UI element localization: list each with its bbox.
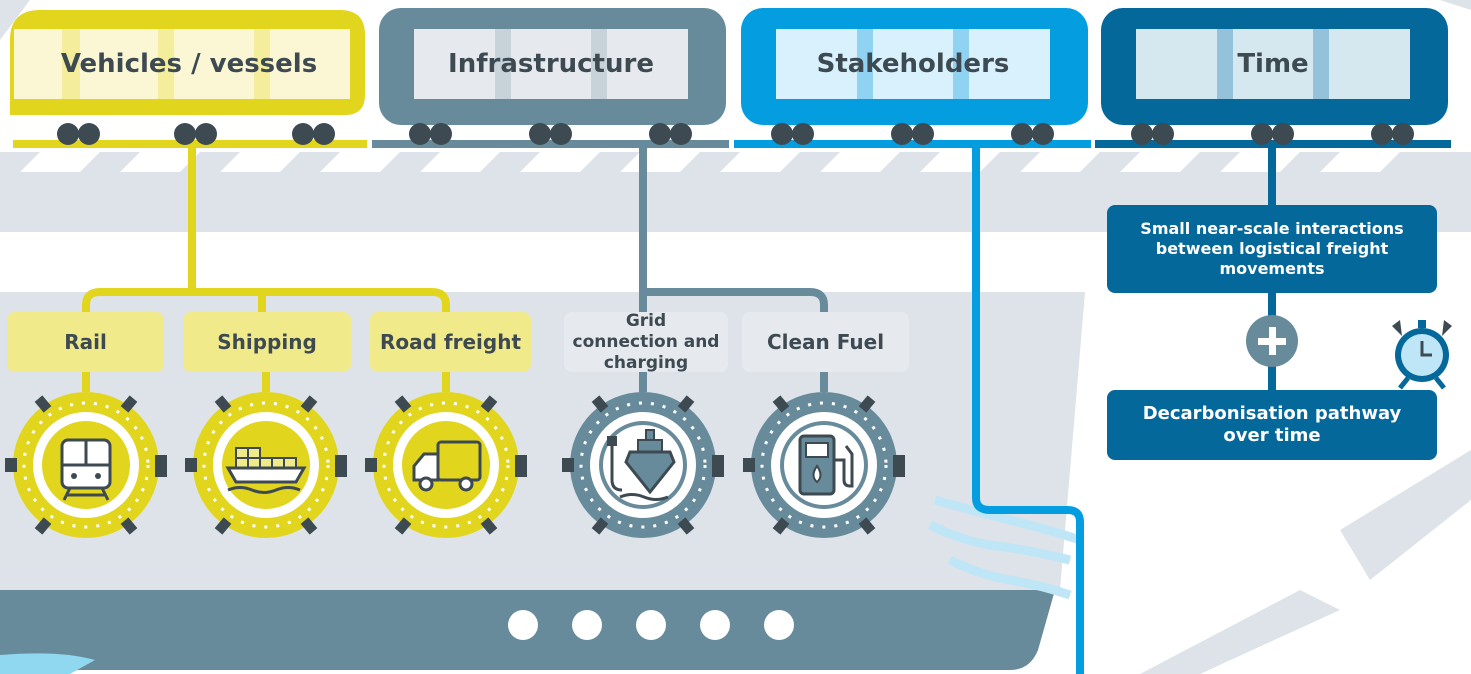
water-left — [0, 653, 95, 674]
wagon-title-infrastructure: Infrastructure — [448, 49, 654, 79]
rail-box — [7, 312, 164, 372]
shipping-box — [183, 312, 351, 372]
category-road-freight: Road freight — [379, 330, 521, 354]
rail-navy — [1095, 140, 1451, 148]
vehicles-connectors — [82, 148, 450, 392]
cargo-ship-icon — [185, 392, 347, 538]
grid-box — [564, 312, 728, 372]
stakeholders-connector — [972, 148, 1084, 674]
wagon-infrastructure — [379, 8, 726, 145]
truck-icon — [365, 392, 527, 538]
plus-icon — [1246, 315, 1298, 367]
road-stripes — [1140, 450, 1471, 674]
infrastructure-connectors — [639, 148, 828, 392]
category-clean-fuel: Clean Fuel — [766, 330, 885, 354]
wagon-title-vehicles: Vehicles / vessels — [60, 49, 318, 79]
rail-yellow — [13, 140, 367, 148]
ship-charging-icon — [562, 392, 724, 538]
category-shipping: Shipping — [217, 330, 317, 354]
wagon-title-time: Time — [1237, 49, 1309, 79]
fuel-box — [742, 312, 909, 372]
category-grid-connection: Grid connection and charging — [572, 310, 720, 373]
train-icon — [5, 392, 167, 538]
category-rail: Rail — [64, 330, 107, 354]
ship-portholes — [508, 610, 794, 640]
waves — [927, 495, 1082, 600]
wagon-stakeholders — [741, 8, 1088, 145]
alarm-clock-icon — [1392, 320, 1452, 390]
top-stripes — [0, 0, 1471, 40]
wagon-vehicles — [10, 10, 365, 145]
pathway-box — [1107, 390, 1437, 460]
fuel-pump-icon — [743, 392, 905, 538]
road-box — [370, 312, 531, 372]
rail-blue — [734, 140, 1091, 148]
wagon-time — [1101, 8, 1448, 145]
rail-slate — [372, 140, 729, 148]
time-pathway-text: Decarbonisation pathway over time — [1142, 403, 1402, 446]
wagon-title-stakeholders: Stakeholders — [816, 49, 1010, 79]
interactions-box — [1107, 205, 1437, 293]
time-interactions-text: Small near-scale interactions between lo… — [1140, 219, 1404, 278]
